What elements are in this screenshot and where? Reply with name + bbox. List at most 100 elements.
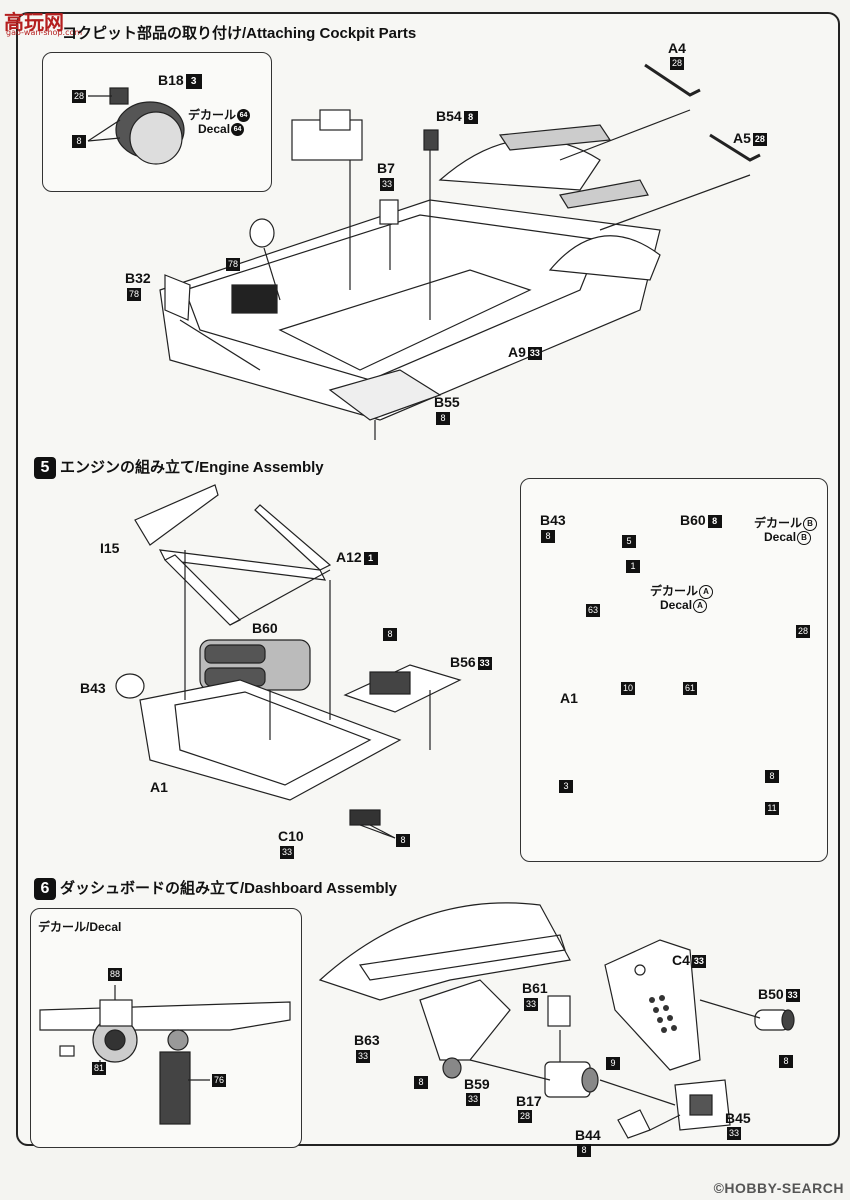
a9-text: A9 [508,344,526,360]
label-b43: B43 [80,680,106,696]
block-78-badge: 78 [226,258,240,271]
a12-badge: 1 [363,551,378,565]
inset-decal-b-en-text: Decal [764,530,797,544]
decal-64-badge: 64 [237,109,251,123]
b55-badge: 8 [436,412,450,425]
label-b44: B44 [575,1127,601,1143]
inset-decal-a-jp-text: デカール [650,584,699,598]
engine-inset [520,478,828,862]
b17-badge: 28 [518,1110,532,1123]
inset-decal-b-mark: B [803,516,818,531]
step6-number: 6 [34,878,56,901]
decal-64-badge-2: 64 [231,123,245,137]
inset-decal-a-en-text: Decal [660,598,693,612]
label-b55: B55 [434,394,460,410]
inset-decal-a-mark: A [699,584,714,599]
decal-76: 76 [212,1074,226,1087]
c10-badge: 33 [280,846,294,859]
b56-badge: 33 [477,656,492,670]
b59-badge: 33 [466,1093,480,1106]
inset-label-a1: A1 [560,690,578,706]
inset-b60-badge: 8 [707,514,722,528]
label-b63: B63 [354,1032,380,1048]
label-b32: B32 [125,270,151,286]
watermark-url: gao-wan-shop.com [6,28,83,37]
label-a1: A1 [150,779,168,795]
a4-badge: 28 [670,57,684,70]
inset-c61: 61 [683,682,697,695]
label-c10: C10 [278,828,304,844]
inset-c8: 8 [765,770,779,783]
decal-en-text: Decal [198,122,231,136]
a5-badge: 28 [752,132,767,146]
inset-b43-c5: 5 [622,535,636,548]
label-b17: B17 [516,1093,542,1109]
b50-c8: 8 [779,1055,793,1068]
a12-text: A12 [336,549,362,565]
decal-jp-text: デカール [188,108,237,122]
inset-c10: 10 [621,682,635,695]
b54-badge: 8 [463,110,478,124]
inset-b43-c8: 8 [541,530,555,543]
c4-badge: 33 [691,954,706,968]
label-a4: A4 [668,40,686,56]
watermark-logo: 高玩网 [4,10,64,34]
b59-c8: 8 [414,1076,428,1089]
b45-badge: 33 [727,1127,741,1140]
b50-text: B50 [758,986,784,1002]
a5-text: A5 [733,130,751,146]
decal-81: 81 [92,1062,106,1075]
c4-text: C4 [672,952,690,968]
decal-inset-title: デカール/Decal [38,920,122,934]
step5-title-text: エンジンの組み立て/Engine Assembly [60,459,324,476]
b18-c28: 28 [72,90,86,103]
inset-label-b43: B43 [540,512,566,528]
inset-c28: 28 [796,625,810,638]
b18-badge: 3 [185,73,202,89]
b7-badge: 33 [380,178,394,191]
b44-badge: 8 [577,1144,591,1157]
label-b59: B59 [464,1076,490,1092]
b63-badge: 33 [356,1050,370,1063]
label-b45: B45 [725,1110,751,1126]
b54-text: B54 [436,108,462,124]
footer-watermark: ©HOBBY-SEARCH [713,1180,844,1196]
label-b60: B60 [252,620,278,636]
step6-title-text: ダッシュボードの組み立て/Dashboard Assembly [60,880,397,897]
b56-text: B56 [450,654,476,670]
b50-badge: 33 [785,988,800,1002]
inset-decal-a-mark-2: A [693,598,708,613]
inset-decal-b-jp-text: デカール [754,516,803,530]
step5-number: 5 [34,457,56,480]
part-c9: 9 [606,1057,620,1070]
inset-decal-b-mark-2: B [797,530,812,545]
inset-b43-c1: 1 [626,560,640,573]
b18-c8: 8 [72,135,86,148]
b61-badge: 33 [524,998,538,1011]
label-i15: I15 [100,540,120,556]
step4-title: コクピット部品の取り付け/Attaching Cockpit Parts [62,25,417,42]
b32-badge: 78 [127,288,141,301]
b18-text: B18 [158,72,184,88]
decal-88: 88 [108,968,122,981]
inset-c3: 3 [559,780,573,793]
label-b61: B61 [522,980,548,996]
